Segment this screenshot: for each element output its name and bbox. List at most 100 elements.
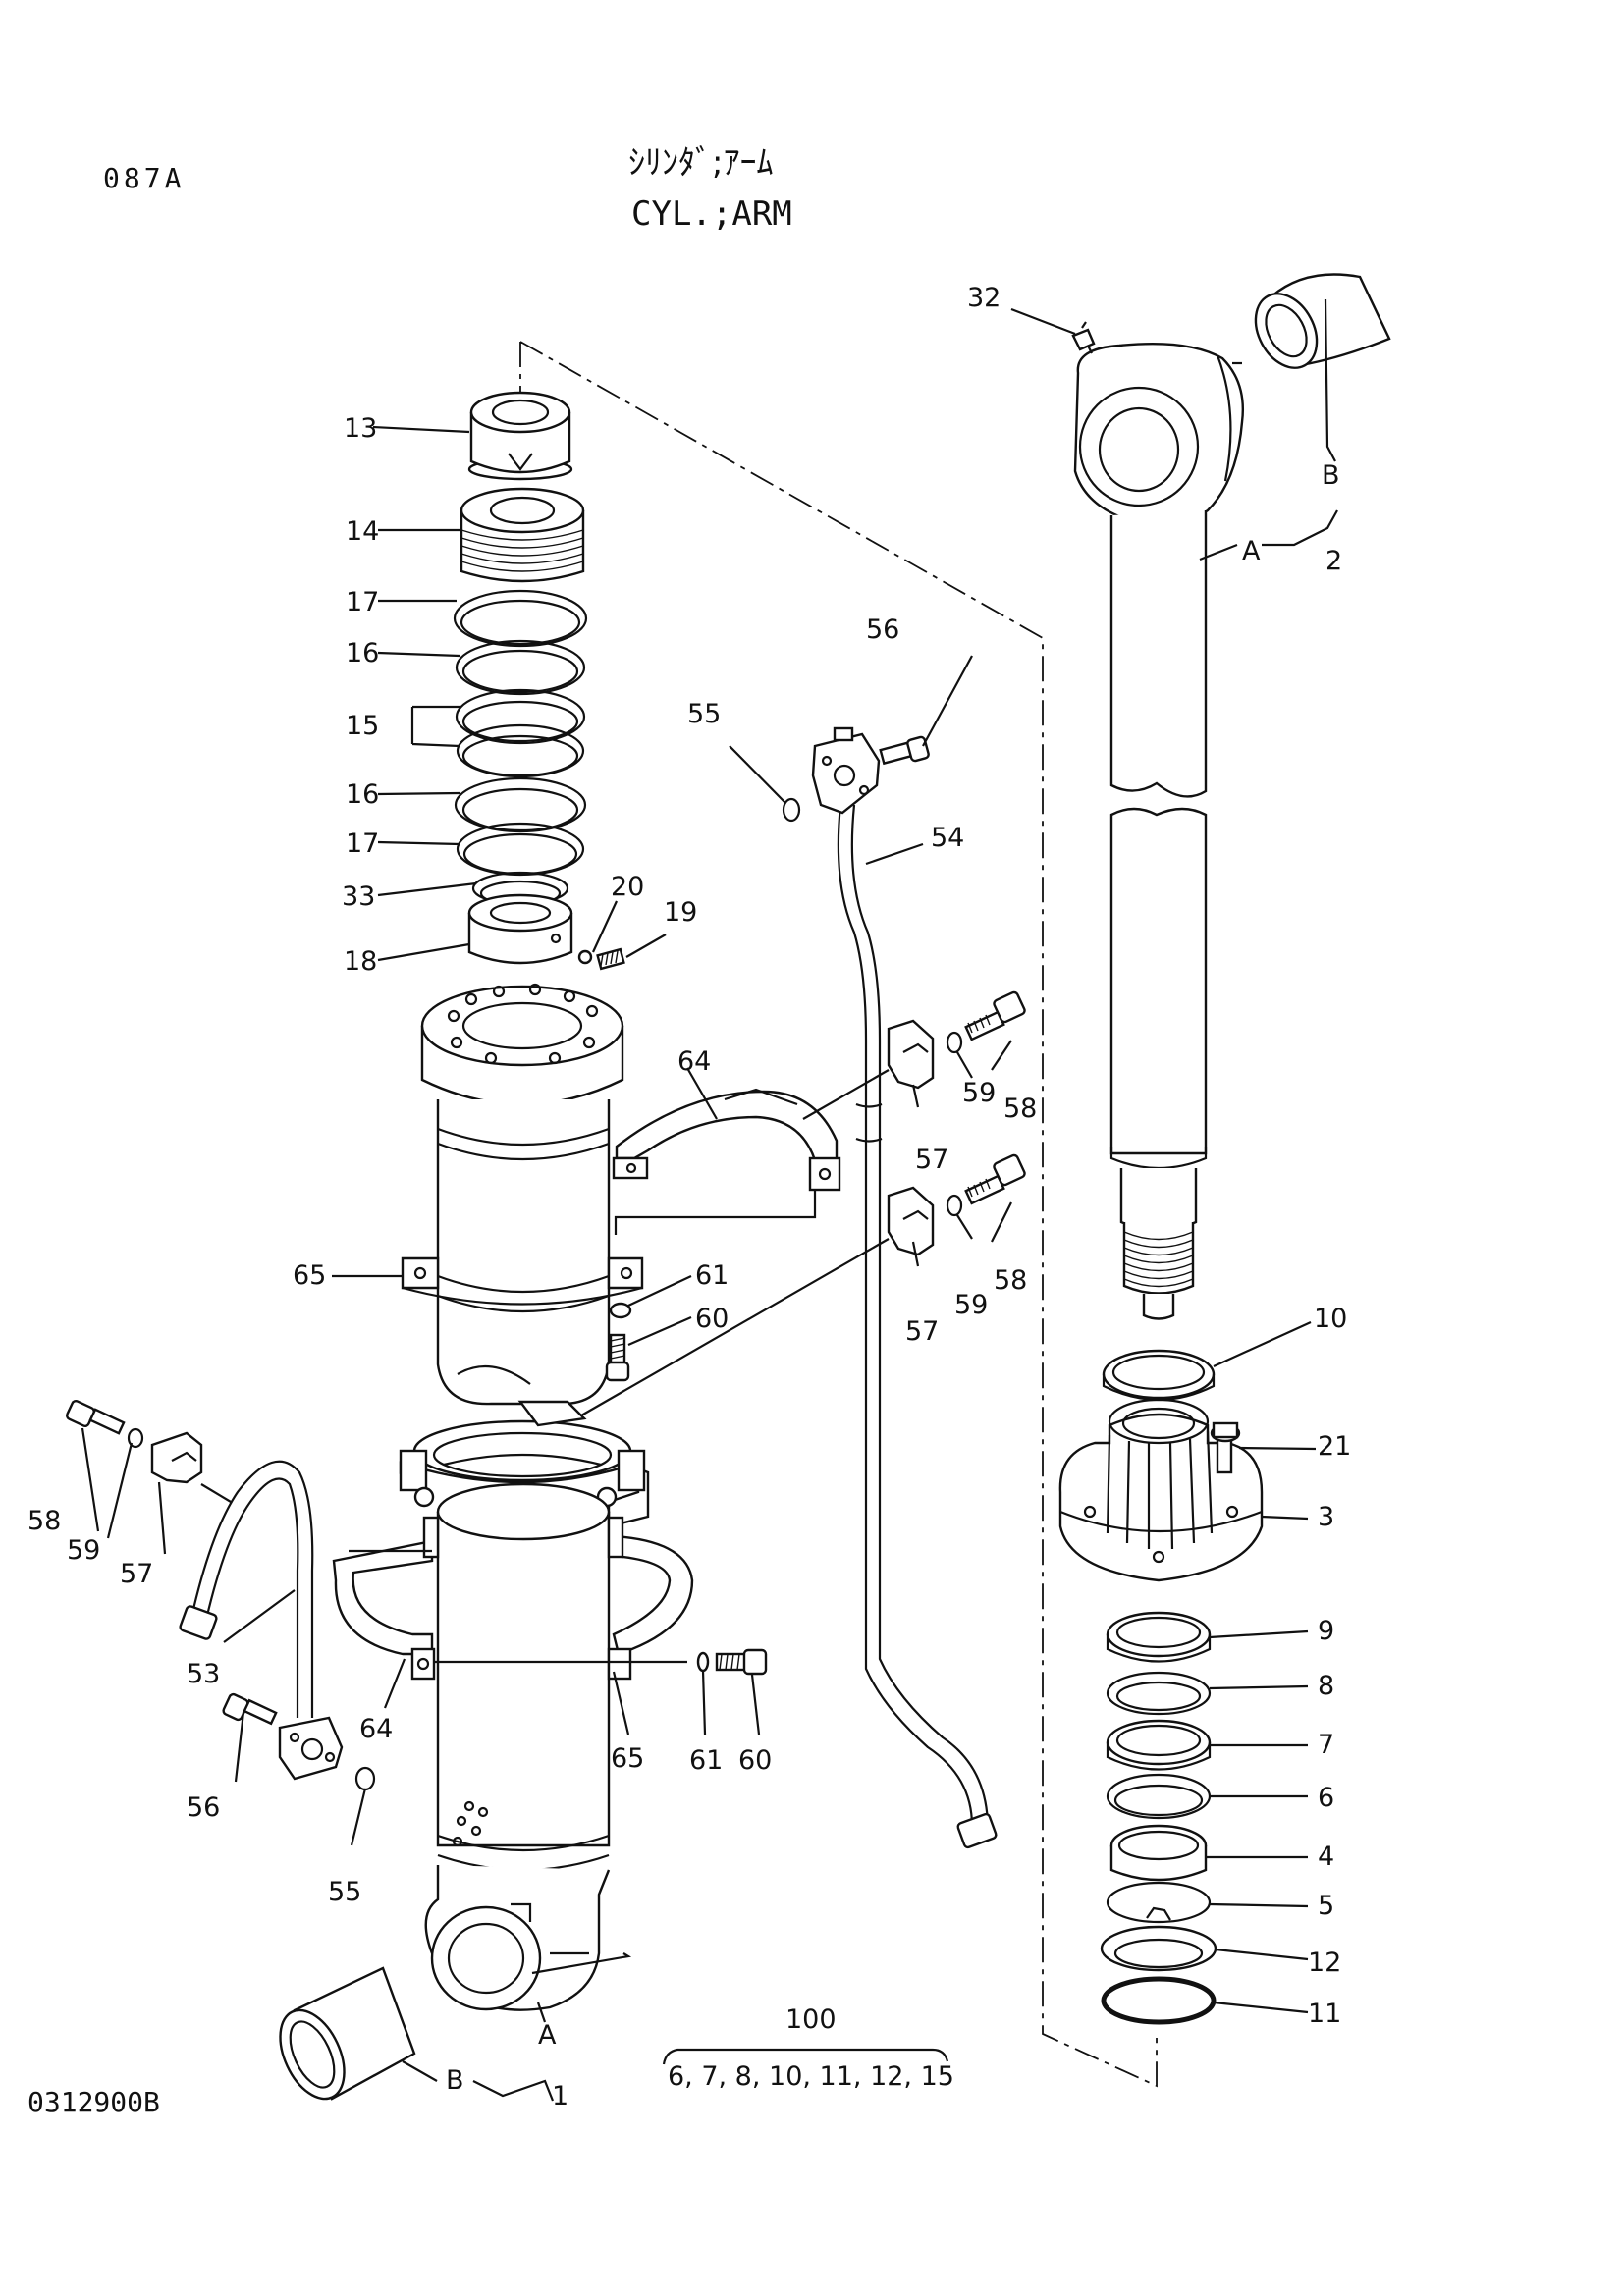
part-32-grease-fitting: [1071, 321, 1096, 354]
part-14-rod-cover: [460, 487, 585, 583]
callout-56: 56: [866, 614, 899, 645]
part-61-washer-upper: [609, 1302, 632, 1319]
callout-19: 19: [664, 897, 697, 928]
callout-60: 60: [695, 1304, 729, 1334]
callout-17: 17: [346, 587, 379, 617]
callout-57: 57: [120, 1559, 153, 1589]
assembly-path-line: [519, 341, 1158, 2088]
rod-eye: [1073, 342, 1244, 527]
callout-16: 16: [346, 779, 379, 810]
part-57-block-lower: [887, 1186, 935, 1256]
page-code: 087A: [103, 162, 186, 194]
callout-59: 59: [962, 1078, 996, 1108]
leader-band-upper-to-clamp: [614, 1190, 817, 1235]
callout-64: 64: [359, 1714, 393, 1744]
callout-54: 54: [931, 823, 964, 853]
kit-contents: 6, 7, 8, 10, 11, 12, 15: [668, 2061, 954, 2092]
part-59-washer-upper: [946, 1031, 963, 1054]
callout-7: 7: [1318, 1730, 1334, 1760]
callout-8: 8: [1318, 1671, 1334, 1701]
callout-2: 2: [1325, 546, 1342, 576]
title-japanese: ｼﾘﾝﾀﾞ;ｱｰﾑ: [628, 143, 774, 183]
part-4-ring: [1109, 1824, 1208, 1882]
part-20-ball: [577, 949, 593, 965]
callout-12: 12: [1308, 1948, 1341, 1978]
pipe-flange-left: [278, 1716, 344, 1781]
part-7-ring: [1106, 1719, 1212, 1771]
cylinder-bottom-eye: [424, 1865, 611, 2011]
callout-61: 61: [689, 1745, 723, 1776]
title-english: CYL.;ARM: [631, 194, 792, 234]
part-65-band-upper: [401, 1256, 644, 1306]
drawing-number: 0312900B: [27, 2086, 160, 2118]
callout-57: 57: [905, 1316, 939, 1347]
callout-58: 58: [1003, 1094, 1037, 1124]
callout-55: 55: [687, 699, 721, 729]
callout-60: 60: [738, 1745, 772, 1776]
callout-4: 4: [1318, 1842, 1334, 1872]
callout-18: 18: [344, 946, 377, 977]
cylinder-tube: [399, 1400, 650, 1872]
callout-15: 15: [346, 711, 379, 741]
part-57-block-left: [150, 1431, 203, 1484]
callout-58: 58: [27, 1506, 61, 1536]
callout-20: 20: [611, 872, 644, 902]
callout-33: 33: [342, 881, 375, 912]
part-57-block-upper: [887, 1019, 935, 1090]
part-58-bolt-upper: [964, 990, 1026, 1041]
callout-57: 57: [915, 1145, 948, 1175]
kit-brace: [662, 2048, 949, 2065]
part-58-bolt-lower: [964, 1153, 1026, 1205]
kit-number: 100: [785, 2004, 837, 2035]
part-11-ring: [1101, 1976, 1217, 2025]
callout-58: 58: [994, 1265, 1027, 1296]
callout-61: 61: [695, 1260, 729, 1291]
part-5-ring: [1106, 1881, 1212, 1924]
part-55-oring-center: [782, 797, 801, 823]
callout-14: 14: [346, 516, 379, 547]
part-60-bolt-upper: [605, 1333, 630, 1382]
callout-17: 17: [346, 828, 379, 859]
callout-21: 21: [1318, 1431, 1351, 1462]
pipe-54-break-marks: [855, 1102, 883, 1143]
leader-block-to-tube: [580, 1238, 890, 1416]
part-13-dust-seal: [467, 391, 573, 481]
callout-B: B: [446, 2065, 464, 2096]
part-56-bolt-left: [222, 1692, 278, 1726]
part-56-bolt-center: [879, 735, 930, 766]
part-61-washer-lower: [696, 1651, 710, 1673]
piston-head-body: [420, 983, 624, 1406]
callout-55: 55: [328, 1877, 361, 1907]
callout-1: 1: [552, 2081, 568, 2111]
callout-53: 53: [187, 1659, 220, 1689]
callout-64: 64: [677, 1046, 711, 1077]
seal-rings-stack: [453, 589, 588, 877]
callout-10: 10: [1314, 1304, 1347, 1334]
callout-9: 9: [1318, 1616, 1334, 1646]
bushing-upper: [1254, 273, 1391, 369]
callout-16: 16: [346, 638, 379, 668]
part-60-bolt-lower: [715, 1648, 768, 1676]
callout-5: 5: [1318, 1891, 1334, 1921]
part-12-ring: [1100, 1925, 1217, 1972]
callout-6: 6: [1318, 1783, 1334, 1813]
part-10-ring: [1102, 1349, 1216, 1401]
callout-32: 32: [967, 283, 1001, 313]
part-6-ring: [1106, 1773, 1212, 1820]
part-59-washer-left: [127, 1427, 144, 1449]
part-18-piston-nut: [467, 893, 573, 965]
callout-56: 56: [187, 1792, 220, 1823]
callout-59: 59: [954, 1290, 988, 1320]
callout-11: 11: [1308, 1999, 1341, 2029]
leader-block-to-pipe-left: [200, 1483, 432, 1553]
callout-A: A: [538, 2020, 557, 2051]
bushing-lower: [279, 1966, 416, 2101]
part-9-ring: [1106, 1611, 1212, 1663]
part-64-clamp-lower: [332, 1516, 694, 1681]
part-3-piston: [1058, 1398, 1264, 1582]
callout-B: B: [1322, 460, 1340, 491]
part-19-set-screw: [596, 947, 625, 971]
callout-65: 65: [611, 1743, 644, 1774]
callout-3: 3: [1318, 1502, 1334, 1532]
